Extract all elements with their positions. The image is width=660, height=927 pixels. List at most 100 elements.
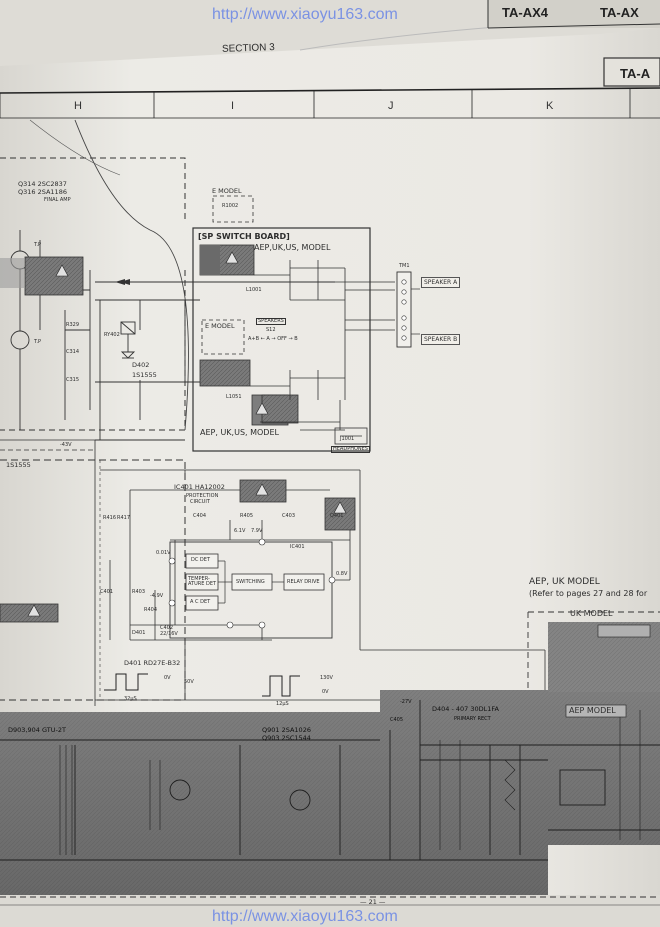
column-letter-k: K [546, 100, 554, 112]
c314-label: C314 [66, 349, 80, 355]
c315-label: C315 [66, 377, 80, 383]
refer-pages-label: (Refer to pages 27 and 28 for [529, 589, 648, 598]
section-title: SECTION 3 [221, 42, 275, 55]
cable-curve [74, 119, 189, 431]
c405-label: C405 [390, 717, 404, 723]
primary-rect-label: PRIMARY RECT [454, 716, 491, 722]
watermark-top: http://www.xiaoyu163.com [212, 6, 398, 23]
d402-part-label: 1S1555 [132, 371, 157, 379]
tm1-label: TM1 [399, 263, 410, 269]
d404-label: D404 - 407 30DL1FA [432, 705, 499, 713]
q316-label: Q316 2SA1186 [18, 188, 67, 196]
model-title-main: TA-AX4 [502, 5, 548, 20]
e-model-label-top: E MODEL [212, 187, 242, 195]
c404-label: C404 [193, 513, 207, 519]
terminal-block-tm1 [396, 271, 412, 348]
c402-label: C402 [160, 625, 174, 631]
c401-label: C401 [100, 589, 114, 595]
q901-label: Q901 2SA1026 [262, 726, 311, 734]
ac-det-label: A C DET [190, 599, 211, 605]
minus49-label: -4.9V [150, 593, 164, 599]
wave2-130v-label: 130V [320, 675, 333, 681]
r405-label: R405 [240, 513, 254, 519]
r416-label: R416 [103, 515, 117, 521]
speaker-switch-wiring [250, 260, 395, 431]
aep-uk-us-label-top: AEP,UK,US, MODEL [254, 243, 331, 252]
l1051-label: L1051 [226, 394, 242, 400]
model-tab-box [603, 57, 660, 87]
speaker-mode-label: A+B ← A → OFF → B [248, 336, 298, 342]
headphone-jack [334, 427, 368, 445]
wave1-0v-label: 0V [164, 675, 171, 681]
waveform-2 [262, 675, 300, 697]
wave1-50v-label: 50V [184, 679, 194, 685]
speaker-b-label: SPEAKER B [421, 334, 461, 345]
e-model-dashed-box-top [212, 195, 254, 223]
protection-label: PROTECTION [186, 493, 219, 499]
relay-drive-label: RELAY DRIVE [287, 579, 320, 585]
ry402-label: RY402 [104, 332, 120, 338]
page-number: — 21 — [360, 898, 386, 906]
minus43v-label: -43V [60, 442, 72, 448]
wave1-time-label: 32μS [124, 696, 137, 702]
c403-label: C403 [282, 513, 296, 519]
switching-label: SWITCHING [236, 579, 265, 585]
d402-label: D402 [132, 361, 150, 369]
column-letter-i: I [231, 100, 235, 112]
ic401-title-label: IC401 HA12002 [174, 483, 225, 491]
tp1-label: T.P [34, 242, 42, 248]
ic401-small-label: IC401 [290, 544, 305, 550]
circuit-label: CIRCUIT [190, 499, 210, 505]
power-supply-circuit [0, 700, 660, 861]
aep-uk-us-label-bottom: AEP, UK,US, MODEL [200, 428, 279, 437]
d401-label: D401 [132, 630, 146, 636]
sp-block-bottom [199, 359, 251, 387]
s12-label: S12 [266, 327, 276, 333]
r329-label: R329 [66, 322, 80, 328]
wave2-time-label: 12μS [276, 701, 289, 707]
v79-label: 7.9V [251, 528, 263, 534]
speaker-a-label: SPEAKER A [421, 277, 461, 288]
q314-label: Q314 2SC2837 [18, 180, 67, 188]
v22-label: 22/16V [160, 631, 178, 637]
r417-label: R417 [117, 515, 131, 521]
v08-label: 0.8V [336, 571, 348, 577]
j1001-label: J1001 [340, 436, 355, 442]
ic401-box [169, 541, 333, 639]
tp2-label: T.P [34, 339, 42, 345]
waveform-1 [104, 673, 148, 691]
relay-ry402 [120, 321, 136, 359]
speakers-label: SPEAKERS [256, 318, 286, 325]
d903-label: D903,904 GTU-2T [8, 726, 66, 734]
uk-power-box [597, 624, 651, 638]
d401-part-label: D401 RD27E-B32 [124, 659, 181, 667]
v01-label: 0.01V [156, 550, 171, 556]
q903-label: Q903 2SC1544 [262, 734, 311, 742]
aep-model-label: AEP MODEL [569, 706, 616, 715]
headphones-label: HEADPHONES [331, 446, 370, 453]
aep-uk-outline [527, 611, 660, 690]
dc-det-label: DC DET [191, 557, 210, 563]
column-letter-h: H [74, 100, 82, 112]
model-title-right: TA-AX [600, 5, 639, 20]
watermark-bottom: http://www.xiaoyu163.com [212, 908, 398, 925]
protection-circuit [95, 469, 546, 701]
r404-label: R404 [144, 607, 158, 613]
left-gray-block [0, 603, 59, 623]
uk-model-label: UK MODEL [570, 609, 613, 618]
model-tab-label: TA-A [620, 66, 651, 81]
is1555-left-label: 1S1555 [6, 461, 31, 469]
r1002-label: R1002 [222, 203, 239, 209]
aep-model-label-box [565, 704, 627, 718]
r403-label: R403 [132, 589, 146, 595]
column-ruler [0, 87, 660, 94]
temp-det-label: TEMPER- ATURE DET [188, 576, 217, 587]
sp-block-br2 [261, 394, 299, 424]
e-model-dashed-box-mid [201, 319, 245, 355]
sp-switch-board-label: [SP SWITCH BOARD] [198, 232, 290, 241]
aep-uk-model-label: AEP, UK MODEL [529, 577, 600, 587]
signal-lines [95, 281, 335, 441]
final-amp-label: FINAL AMP [44, 197, 71, 203]
model-header-strip [488, 0, 660, 28]
